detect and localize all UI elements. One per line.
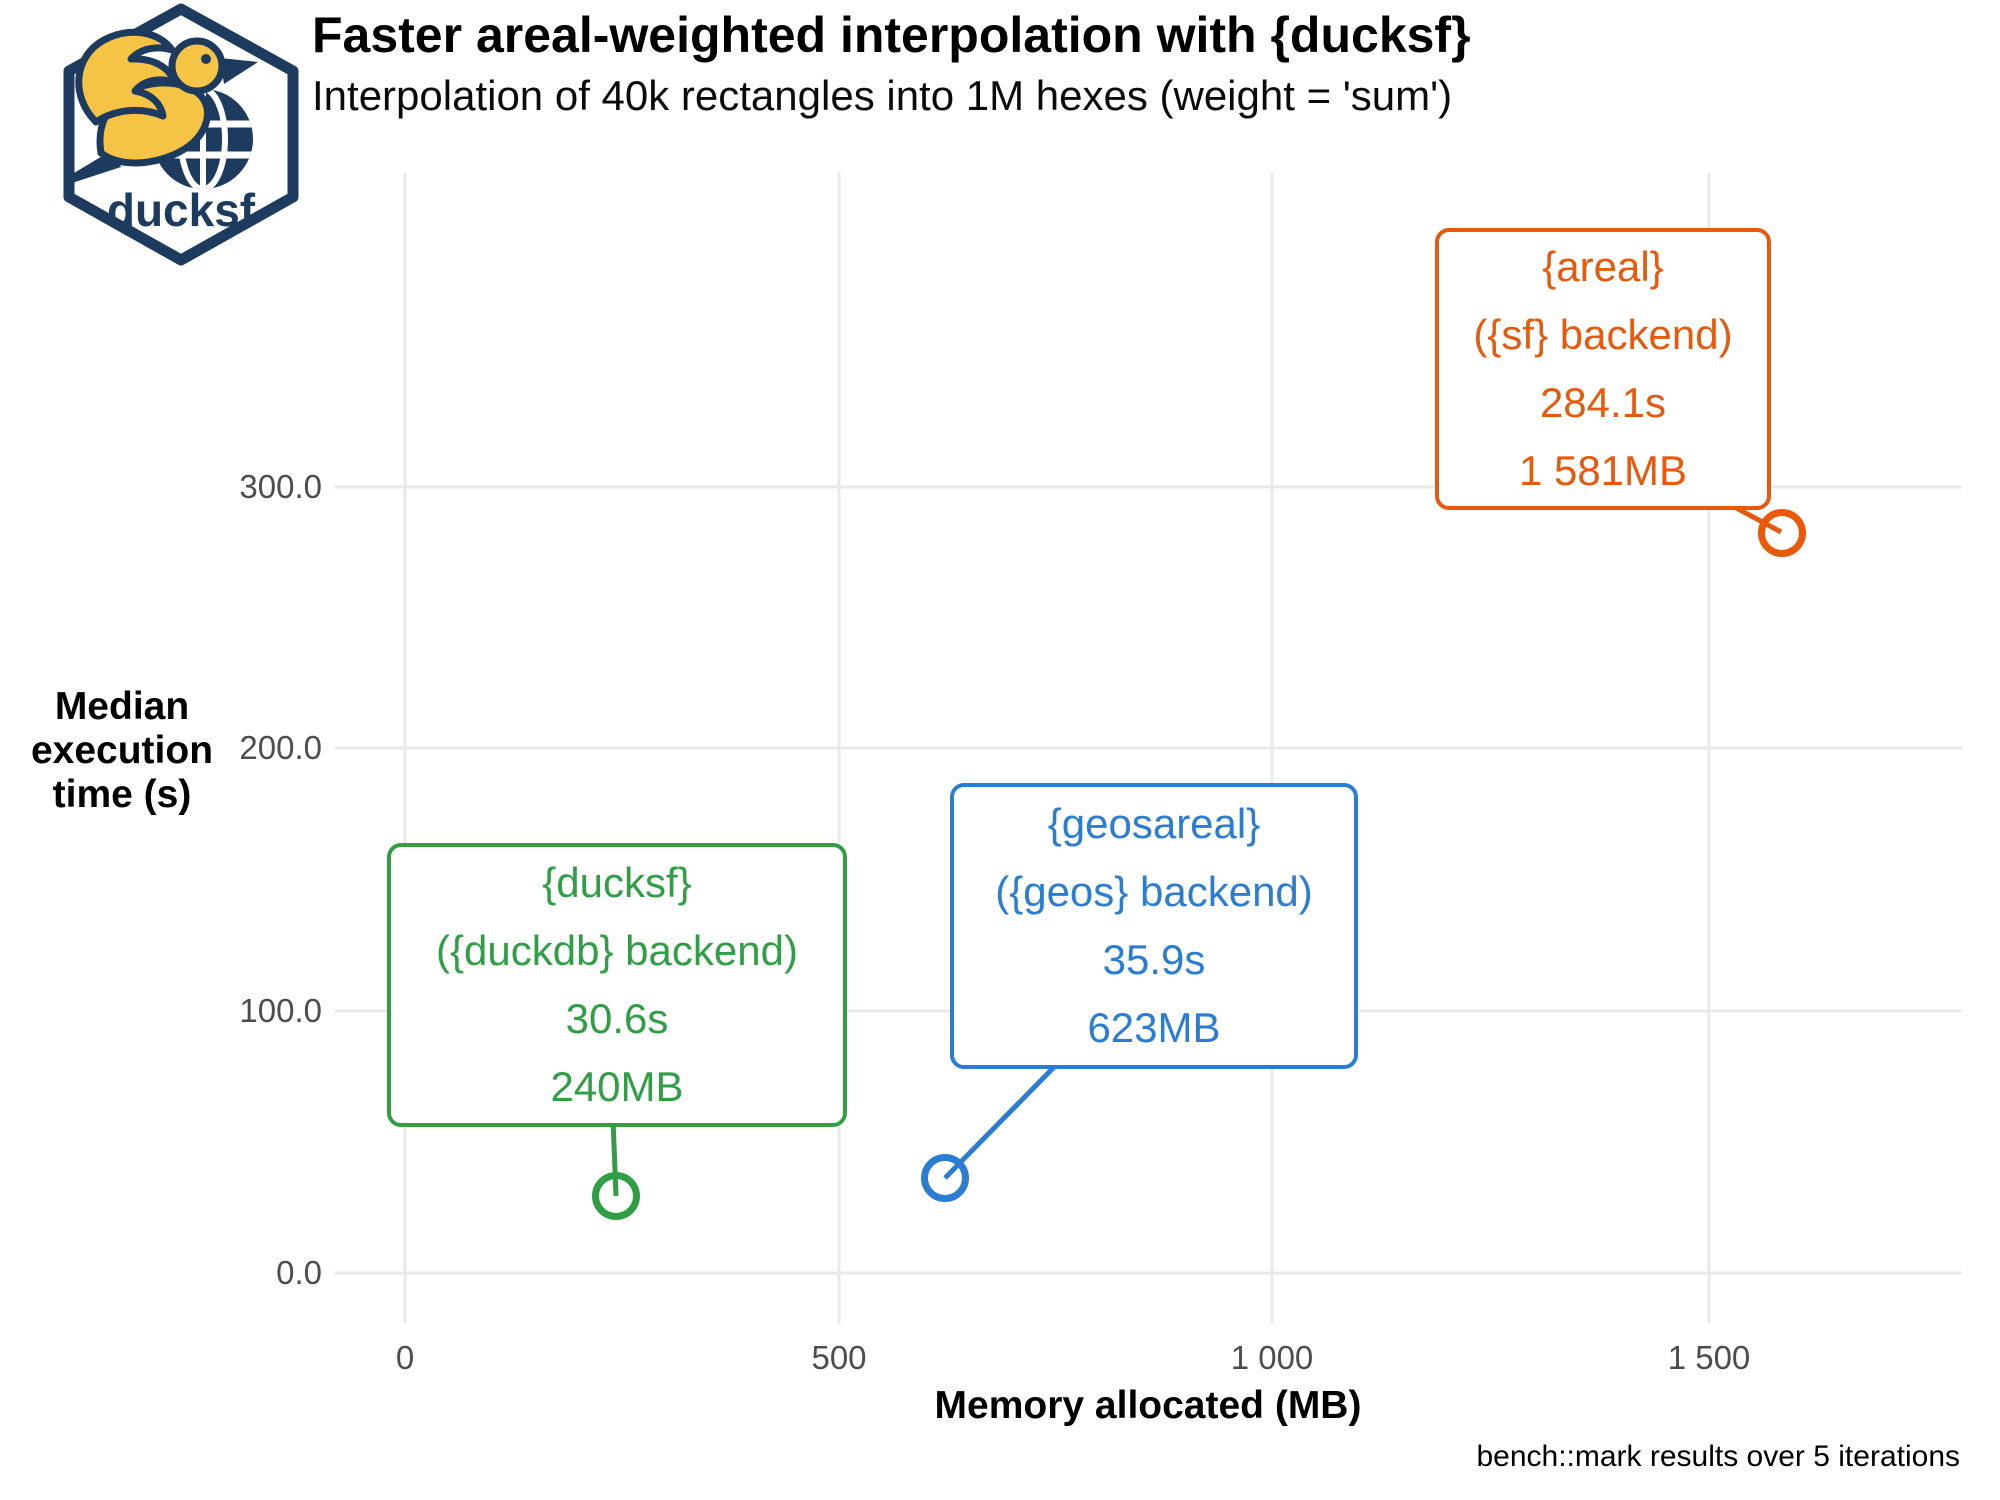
y-tick-0: 0.0 [276,1254,322,1291]
x-tick-500: 500 [811,1339,867,1376]
callout-memory-value: 240MB [550,1063,684,1110]
x-tick-0: 0 [395,1339,415,1376]
chart-caption: bench::mark results over 5 iterations [1476,1440,1960,1473]
callout-time-value: 284.1s [1539,379,1667,426]
chart-subtitle: Interpolation of 40k rectangles into 1M … [312,72,1453,119]
y-axis-title-line: Median [54,685,190,728]
logo-text: ducksf [107,184,256,236]
y-tick-300: 300.0 [239,468,322,505]
duck-icon [64,28,258,183]
y-tick-200: 200.0 [239,729,322,766]
x-tick-1000: 1 000 [1230,1339,1314,1376]
y-axis-title-line: execution [30,729,214,772]
callout-areal: {areal} ({sf} backend) 284.1s 1 581MB [1435,228,1771,510]
duck-head [168,37,226,95]
callout-package-name: {geosareal} [1047,800,1261,847]
callout-memory-value: 1 581MB [1518,447,1688,494]
leader-geosareal [943,1059,1062,1180]
point-areal [1758,509,1806,557]
callout-package-name: {areal} [1542,243,1664,290]
chart-title: Faster areal-weighted interpolation with… [312,7,1471,63]
callout-time-value: 35.9s [1102,936,1206,983]
leader-ducksf [610,1118,619,1197]
callout-memory-value: 623MB [1087,1004,1221,1051]
callout-package-name: {ducksf} [542,859,692,906]
x-tick-1500: 1 500 [1667,1339,1751,1376]
duck-beak [220,58,258,84]
callout-geosareal: {geosareal} ({geos} backend) 35.9s 623MB [950,783,1358,1069]
callout-time-value: 30.6s [565,995,669,1042]
y-axis-title: Median execution time (s) [12,685,232,817]
point-ducksf [592,1172,640,1220]
duck-eye [201,54,211,64]
point-geosareal [921,1154,969,1202]
ducksf-logo: ducksf [63,3,299,266]
y-tick-100: 100.0 [239,992,322,1029]
callout-backend: ({sf} backend) [1473,311,1733,358]
callout-ducksf: {ducksf} ({duckdb} backend) 30.6s 240MB [387,843,847,1127]
data-points [592,509,1806,1220]
duck-wing [75,28,178,126]
y-axis-title-line: time (s) [52,773,192,816]
x-axis-title: Memory allocated (MB) [934,1384,1362,1427]
callout-backend: ({geos} backend) [995,868,1313,915]
callout-backend: ({duckdb} backend) [436,927,798,974]
